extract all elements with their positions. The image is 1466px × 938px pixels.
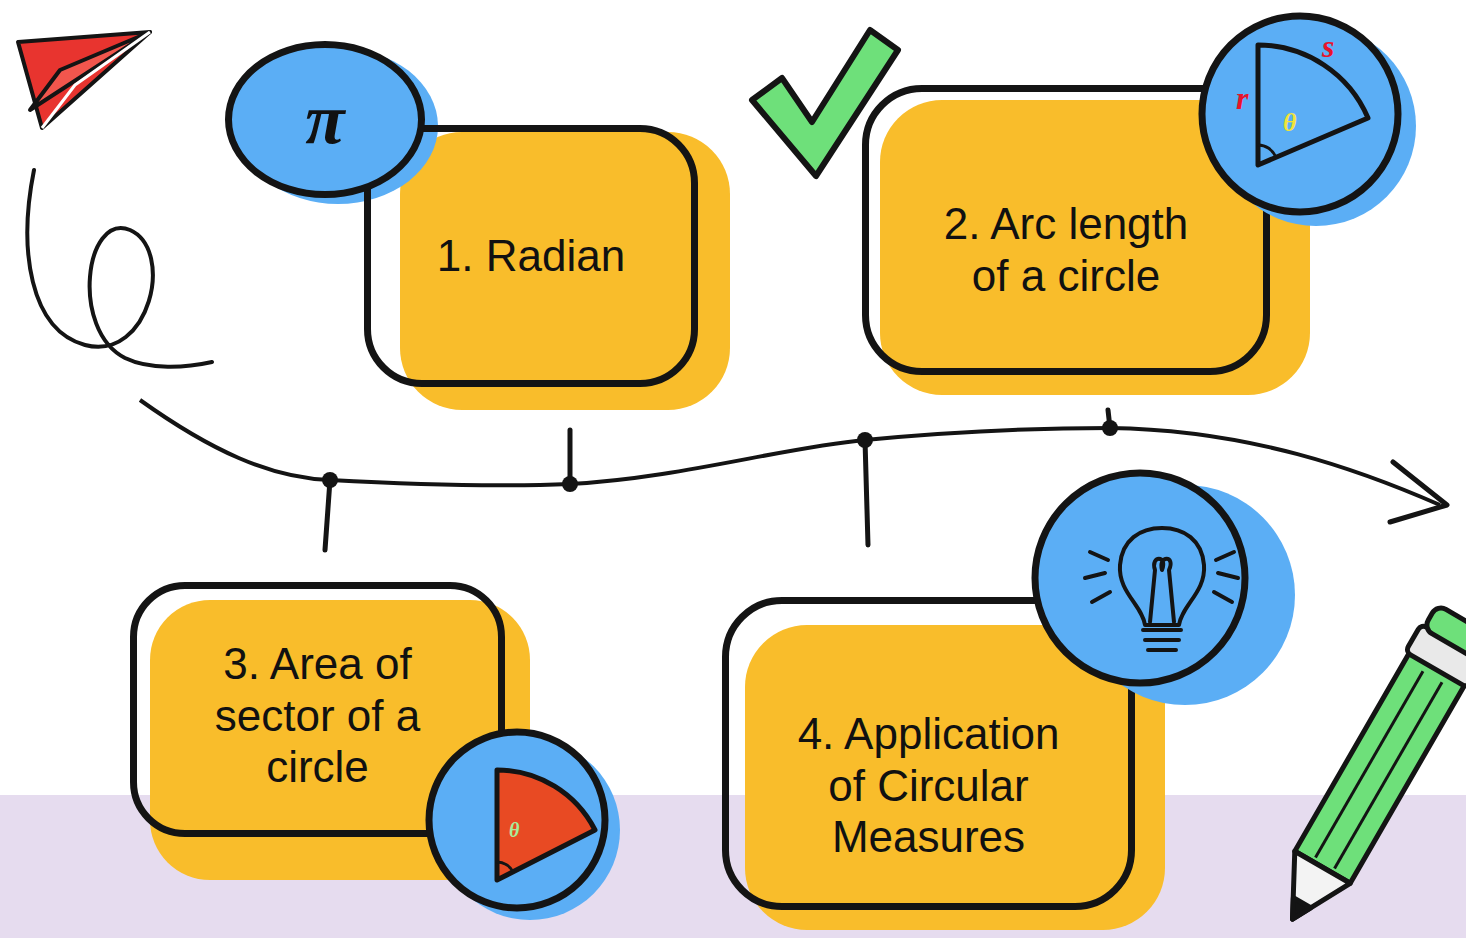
radius-label: r: [1236, 82, 1248, 114]
icon-circle: [429, 732, 605, 908]
arc-label: s: [1322, 30, 1334, 62]
pencil: [1261, 602, 1466, 937]
yellow-blob: [400, 132, 730, 410]
angle-label: θ: [1283, 110, 1297, 136]
topic-box: 1. Radian: [364, 125, 698, 387]
topic-title: 4. Application of Circular Measures: [779, 708, 1079, 864]
topic-box: 4. Application of Circular Measures: [722, 597, 1135, 910]
topic-box: 3. Area of sector of a circle: [130, 582, 505, 837]
lightbulb: [1085, 528, 1238, 650]
blue-shadow: [440, 740, 620, 920]
sector-icon: [1258, 45, 1368, 165]
blue-shadow: [1216, 26, 1416, 226]
topic-title: 2. Arc length of a circle: [924, 198, 1209, 302]
sector-icon: [497, 770, 595, 880]
topic-title: 3. Area of sector of a circle: [183, 638, 453, 794]
topic-box: 2. Arc length of a circle: [862, 85, 1270, 375]
squiggle: [27, 170, 212, 367]
check-mark: [752, 30, 898, 176]
pi-circle: π: [225, 41, 425, 198]
yellow-blob: [880, 100, 1310, 395]
angle-label: θ: [509, 820, 519, 840]
timeline-arrowhead: [1390, 462, 1447, 522]
icon-circle: [1202, 16, 1398, 212]
pi-symbol: π: [305, 78, 344, 161]
timeline: [140, 400, 1440, 505]
blue-shadow: [1075, 485, 1295, 705]
yellow-blob: [150, 600, 530, 880]
paper-plane: [18, 32, 150, 128]
topic-title: 1. Radian: [401, 230, 661, 282]
icon-circle: [1035, 473, 1245, 683]
timeline-ticks: [325, 410, 1110, 550]
yellow-blob: [745, 625, 1165, 930]
angle-arc: [497, 862, 513, 872]
timeline-dots: [322, 420, 1118, 492]
